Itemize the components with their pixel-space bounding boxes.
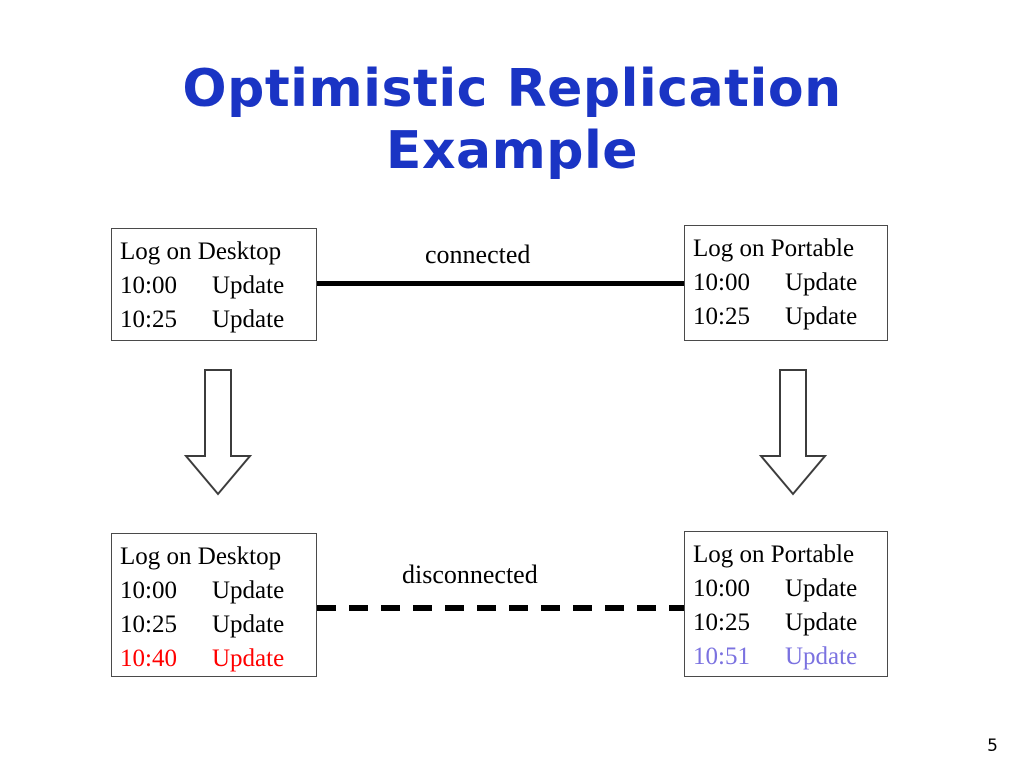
log-row-action: Update bbox=[212, 611, 285, 638]
log-row: 10:00 Update bbox=[120, 269, 316, 303]
log-row: 10:25 Update bbox=[693, 300, 887, 334]
log-row: 10:25 Update bbox=[120, 303, 316, 337]
log-row-time: 10:00 bbox=[120, 577, 177, 604]
log-row-time: 10:51 bbox=[693, 643, 750, 670]
log-row-action: Update bbox=[785, 575, 858, 602]
log-row-time: 10:40 bbox=[120, 645, 177, 672]
log-row-time: 10:25 bbox=[693, 303, 750, 330]
connector-label-disconnected: disconnected bbox=[402, 560, 538, 589]
log-row-time: 10:25 bbox=[693, 609, 750, 636]
log-row-time: 10:25 bbox=[120, 306, 177, 333]
log-row-action: Update bbox=[785, 643, 858, 670]
log-row-action: Update bbox=[785, 609, 858, 636]
log-row: 10:25 Update bbox=[693, 606, 887, 640]
connector-line-connected bbox=[317, 281, 684, 286]
page-title-line-2: Example bbox=[385, 121, 639, 181]
log-box-header: Log on Portable bbox=[693, 235, 855, 262]
log-row: 10:00 Update bbox=[693, 572, 887, 606]
log-row-time: 10:25 bbox=[120, 611, 177, 638]
log-row: 10:51 Update bbox=[693, 640, 887, 674]
log-row-time: 10:00 bbox=[693, 575, 750, 602]
page-title: Optimistic Replication Example bbox=[0, 58, 1024, 182]
log-row-action: Update bbox=[785, 269, 858, 296]
log-row-action: Update bbox=[212, 306, 285, 333]
log-box-header: Log on Desktop bbox=[120, 543, 282, 570]
arrow-down-icon bbox=[758, 368, 828, 496]
log-box-header: Log on Desktop bbox=[120, 238, 282, 265]
page-title-line-1: Optimistic Replication bbox=[182, 59, 842, 119]
log-row: 10:25 Update bbox=[120, 608, 316, 642]
connector-label-connected: connected bbox=[425, 240, 531, 269]
log-row: 10:00 Update bbox=[120, 574, 316, 608]
log-row-time: 10:00 bbox=[120, 272, 177, 299]
log-row: 10:00 Update bbox=[693, 266, 887, 300]
log-row-action: Update bbox=[212, 645, 285, 672]
log-box-header: Log on Portable bbox=[693, 541, 855, 568]
log-row-action: Update bbox=[212, 577, 285, 604]
log-row-action: Update bbox=[785, 303, 858, 330]
connector-line-disconnected bbox=[317, 605, 684, 611]
log-row: 10:40 Update bbox=[120, 642, 316, 676]
log-row-action: Update bbox=[212, 272, 285, 299]
log-row-time: 10:00 bbox=[693, 269, 750, 296]
page-number: 5 bbox=[987, 736, 998, 756]
arrow-down-icon bbox=[183, 368, 253, 496]
